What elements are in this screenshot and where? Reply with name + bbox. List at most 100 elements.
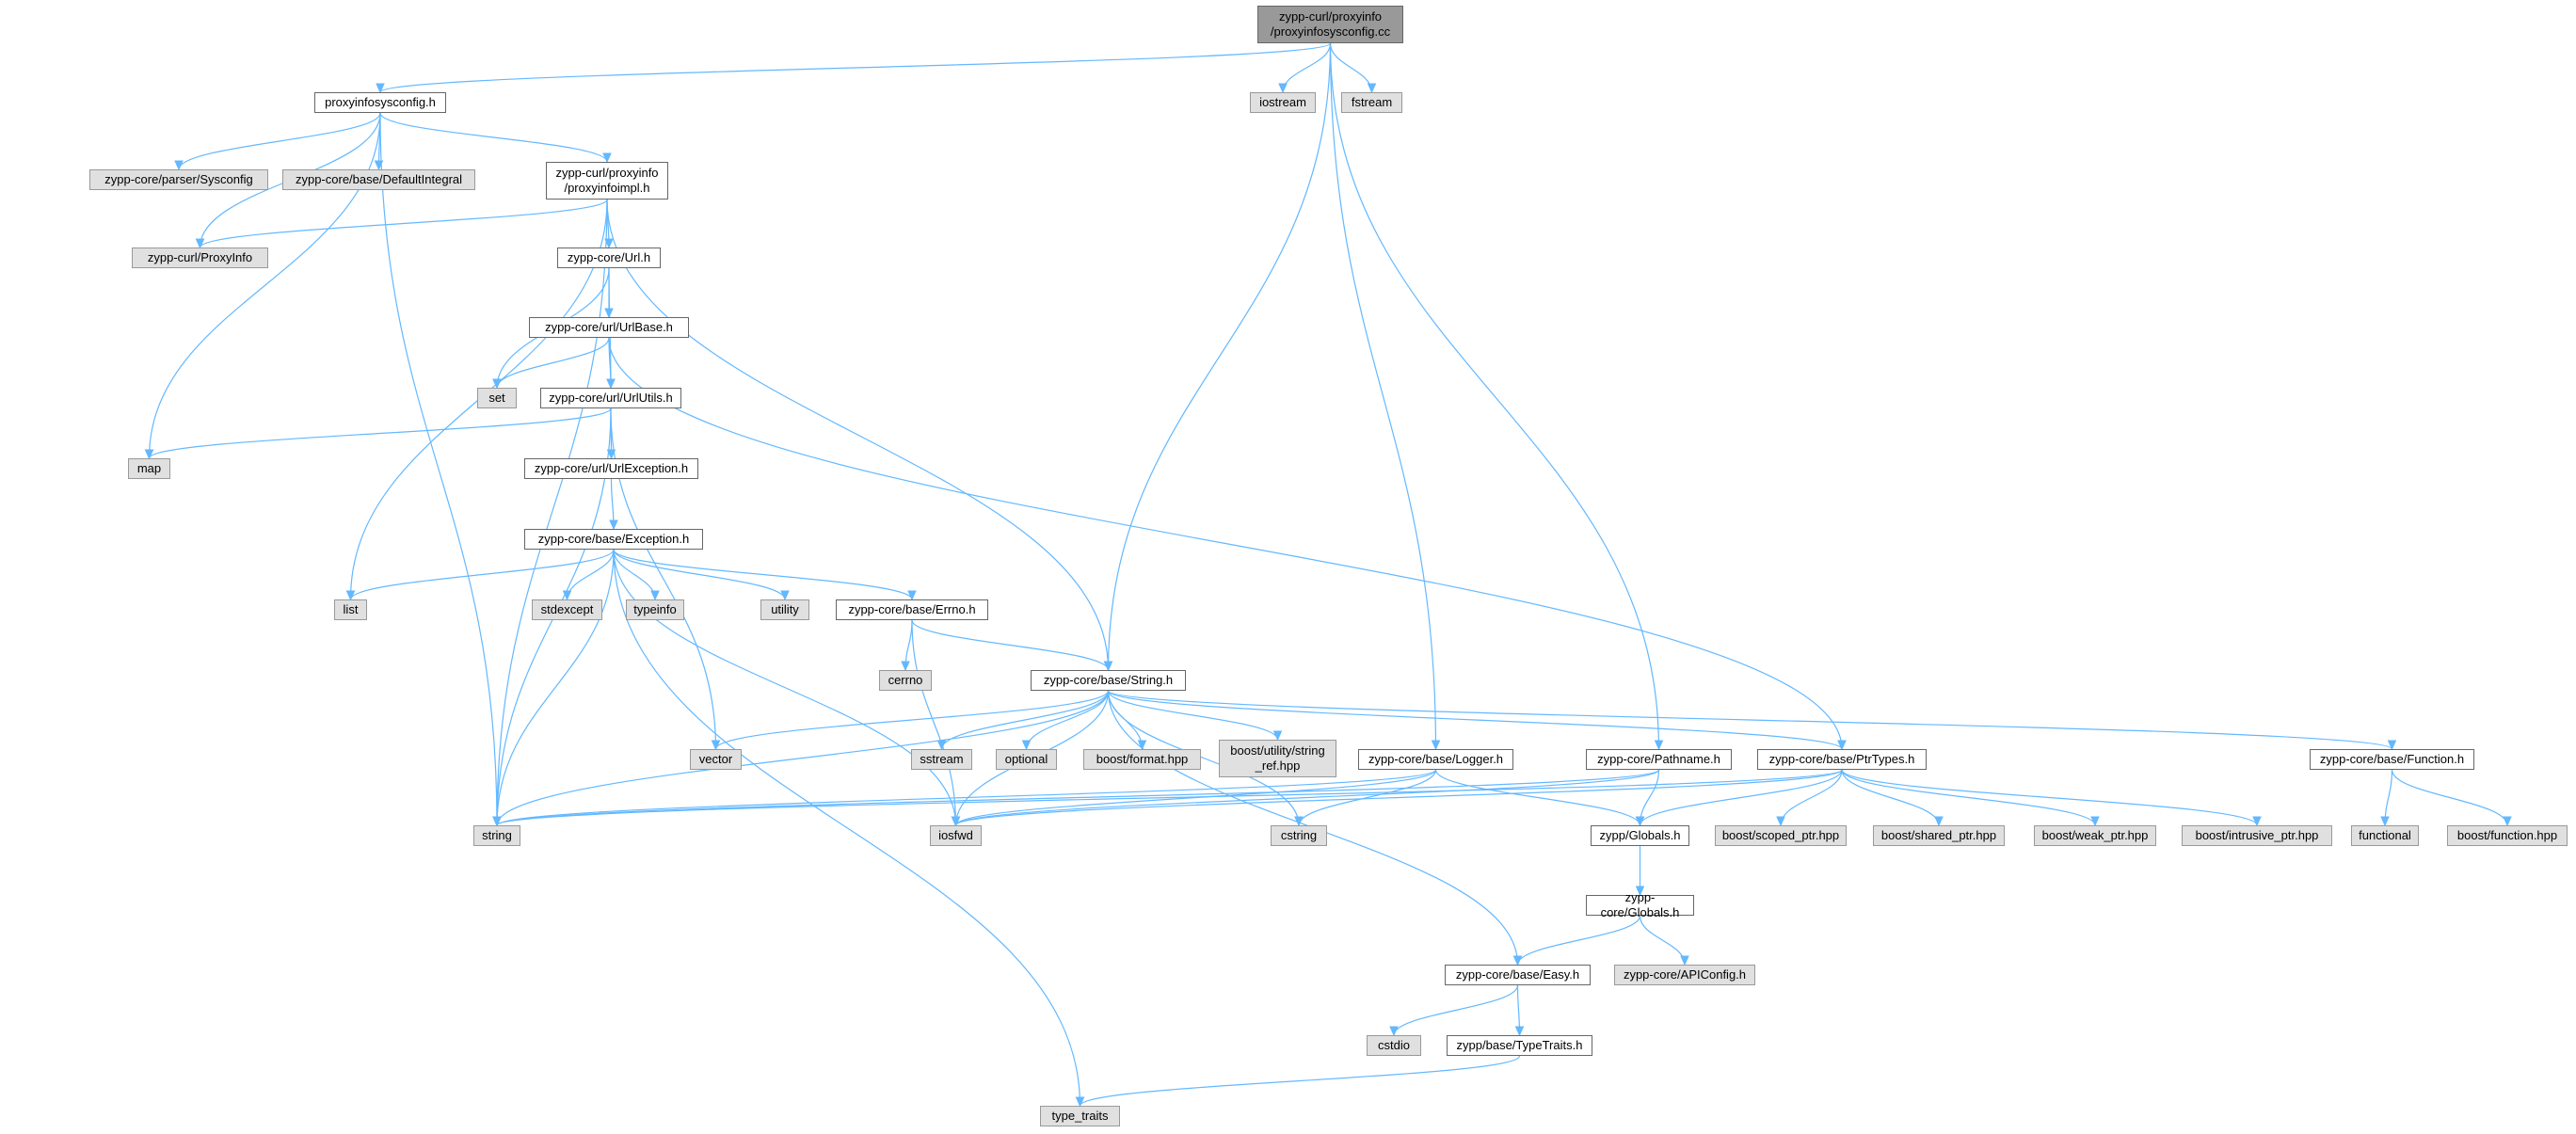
node-typeinfo: typeinfo bbox=[626, 599, 684, 620]
edge-arrowhead bbox=[1103, 661, 1113, 672]
node-typetraits-h[interactable]: zypp/base/TypeTraits.h bbox=[1447, 1035, 1592, 1056]
edge-proxyinfosysconfig-h-to-sysconfig bbox=[178, 112, 381, 170]
edge-arrowhead bbox=[1635, 816, 1645, 827]
edge-proxyinfosysconfig-h-to-proxyinfoimpl-h bbox=[379, 112, 608, 163]
node-weak-ptr: boost/weak_ptr.hpp bbox=[2034, 825, 2156, 846]
node-url-h[interactable]: zypp-core/Url.h bbox=[557, 248, 661, 268]
edge-arrowhead bbox=[2090, 816, 2100, 827]
node-functional: functional bbox=[2351, 825, 2419, 846]
node-cstdio: cstdio bbox=[1367, 1035, 1421, 1056]
node-proxyinfo: zypp-curl/ProxyInfo bbox=[132, 248, 268, 268]
node-iostream: iostream bbox=[1250, 92, 1316, 113]
edge-ptrtypes-h-to-weak-ptr bbox=[1841, 769, 2096, 826]
edge-arrowhead bbox=[2387, 740, 2397, 751]
edge-arrowhead bbox=[606, 378, 616, 390]
node-proxyinfosysconfig-h[interactable]: proxyinfosysconfig.h bbox=[314, 92, 446, 113]
edge-arrowhead bbox=[602, 152, 612, 164]
node-urlutils-h[interactable]: zypp-core/url/UrlUtils.h bbox=[540, 388, 681, 408]
edge-errno-h-to-string-h bbox=[911, 619, 1110, 671]
node-map: map bbox=[128, 458, 170, 479]
edge-proxyinfosysconfig-h-to-string bbox=[379, 112, 498, 826]
node-cerrno: cerrno bbox=[879, 670, 932, 691]
edge-string-h-to-sstream bbox=[940, 690, 1110, 750]
edge-arrowhead bbox=[1680, 955, 1689, 966]
edge-root-to-pathname-h bbox=[1329, 42, 1660, 750]
node-utility: utility bbox=[760, 599, 809, 620]
edge-exception-h-to-list bbox=[349, 549, 615, 600]
edge-arrowhead bbox=[1294, 816, 1304, 827]
edge-exception-h-to-type-traits bbox=[613, 549, 1081, 1107]
edge-urlutils-h-to-map bbox=[148, 407, 612, 459]
edge-arrowhead bbox=[1654, 740, 1664, 751]
node-function-h[interactable]: zypp-core/base/Function.h bbox=[2310, 749, 2474, 770]
edge-arrowhead bbox=[1837, 740, 1847, 751]
node-type-traits: type_traits bbox=[1040, 1106, 1120, 1126]
edge-arrowhead bbox=[907, 590, 917, 601]
edge-arrowhead bbox=[2503, 816, 2512, 827]
edge-urlbase-h-to-set bbox=[496, 337, 610, 389]
edge-string-h-to-ptrtypes-h bbox=[1107, 690, 1843, 750]
edge-proxyinfoimpl-h-to-proxyinfo bbox=[199, 199, 608, 248]
node-root[interactable]: zypp-curl/proxyinfo /proxyinfosysconfig.… bbox=[1257, 6, 1403, 43]
node-sstream: sstream bbox=[911, 749, 972, 770]
node-globals-h[interactable]: zypp/Globals.h bbox=[1591, 825, 1689, 846]
edge-arrowhead bbox=[711, 740, 721, 751]
edge-arrowhead bbox=[492, 816, 502, 827]
edge-arrowhead bbox=[780, 590, 790, 601]
edge-root-to-string-h bbox=[1107, 42, 1332, 671]
node-urlbase-h[interactable]: zypp-core/url/UrlBase.h bbox=[529, 317, 689, 338]
edge-ptrtypes-h-to-string bbox=[496, 769, 1843, 826]
edge-arrowhead bbox=[1367, 83, 1377, 94]
edge-proxyinfoimpl-h-to-string-h bbox=[606, 199, 1110, 671]
node-apiconfig: zypp-core/APIConfig.h bbox=[1614, 965, 1755, 985]
node-set: set bbox=[477, 388, 517, 408]
node-urlexception-h[interactable]: zypp-core/url/UrlException.h bbox=[524, 458, 698, 479]
edge-arrowhead bbox=[609, 519, 618, 531]
edge-root-to-logger-h bbox=[1329, 42, 1437, 750]
node-exception-h[interactable]: zypp-core/base/Exception.h bbox=[524, 529, 703, 550]
node-iosfwd: iosfwd bbox=[930, 825, 982, 846]
edge-exception-h-to-utility bbox=[613, 549, 786, 600]
node-optional: optional bbox=[996, 749, 1057, 770]
edge-string-h-to-cstring bbox=[1107, 690, 1300, 826]
node-boost-string-ref: boost/utility/string _ref.hpp bbox=[1219, 740, 1336, 777]
node-ptrtypes-h[interactable]: zypp-core/base/PtrTypes.h bbox=[1757, 749, 1927, 770]
edge-string-h-to-function-h bbox=[1107, 690, 2393, 750]
edge-core-globals-h-to-apiconfig bbox=[1639, 915, 1686, 966]
node-string-h[interactable]: zypp-core/base/String.h bbox=[1031, 670, 1186, 691]
node-intrusive-ptr: boost/intrusive_ptr.hpp bbox=[2182, 825, 2332, 846]
node-core-globals-h[interactable]: zypp-core/Globals.h bbox=[1586, 890, 1694, 919]
edge-logger-h-to-iosfwd bbox=[954, 769, 1437, 826]
edge-root-to-fstream bbox=[1329, 42, 1373, 93]
edge-arrowhead bbox=[1431, 740, 1441, 751]
edge-arrowhead bbox=[174, 160, 184, 171]
edge-arrowhead bbox=[562, 590, 572, 601]
edge-arrowhead bbox=[1137, 740, 1147, 751]
node-string: string bbox=[473, 825, 520, 846]
edge-arrowhead bbox=[936, 740, 947, 751]
node-boost-function: boost/function.hpp bbox=[2447, 825, 2568, 846]
edge-arrowhead bbox=[650, 590, 660, 601]
node-easy-h[interactable]: zypp-core/base/Easy.h bbox=[1445, 965, 1591, 985]
edge-string-h-to-string bbox=[496, 690, 1110, 826]
edge-string-h-to-vector bbox=[714, 690, 1110, 750]
edge-arrowhead bbox=[1389, 1026, 1399, 1037]
edge-typetraits-h-to-type-traits bbox=[1079, 1055, 1521, 1107]
node-errno-h[interactable]: zypp-core/base/Errno.h bbox=[836, 599, 988, 620]
edge-arrowhead bbox=[1512, 955, 1523, 966]
node-pathname-h[interactable]: zypp-core/Pathname.h bbox=[1586, 749, 1732, 770]
edge-ptrtypes-h-to-iosfwd bbox=[954, 769, 1843, 826]
node-logger-h[interactable]: zypp-core/base/Logger.h bbox=[1358, 749, 1513, 770]
edge-proxyinfoimpl-h-to-string bbox=[496, 199, 608, 826]
node-stdexcept: stdexcept bbox=[532, 599, 602, 620]
node-proxyinfoimpl-h[interactable]: zypp-curl/proxyinfo /proxyinfoimpl.h bbox=[546, 162, 668, 200]
edge-easy-h-to-cstdio bbox=[1393, 984, 1519, 1036]
edge-arrowhead bbox=[901, 661, 910, 672]
edge-pathname-h-to-string bbox=[496, 769, 1660, 826]
edge-exception-h-to-string bbox=[496, 549, 615, 826]
edge-function-h-to-boost-function bbox=[2391, 769, 2508, 826]
edge-pathname-h-to-iosfwd bbox=[954, 769, 1660, 826]
edge-arrowhead bbox=[374, 160, 384, 171]
